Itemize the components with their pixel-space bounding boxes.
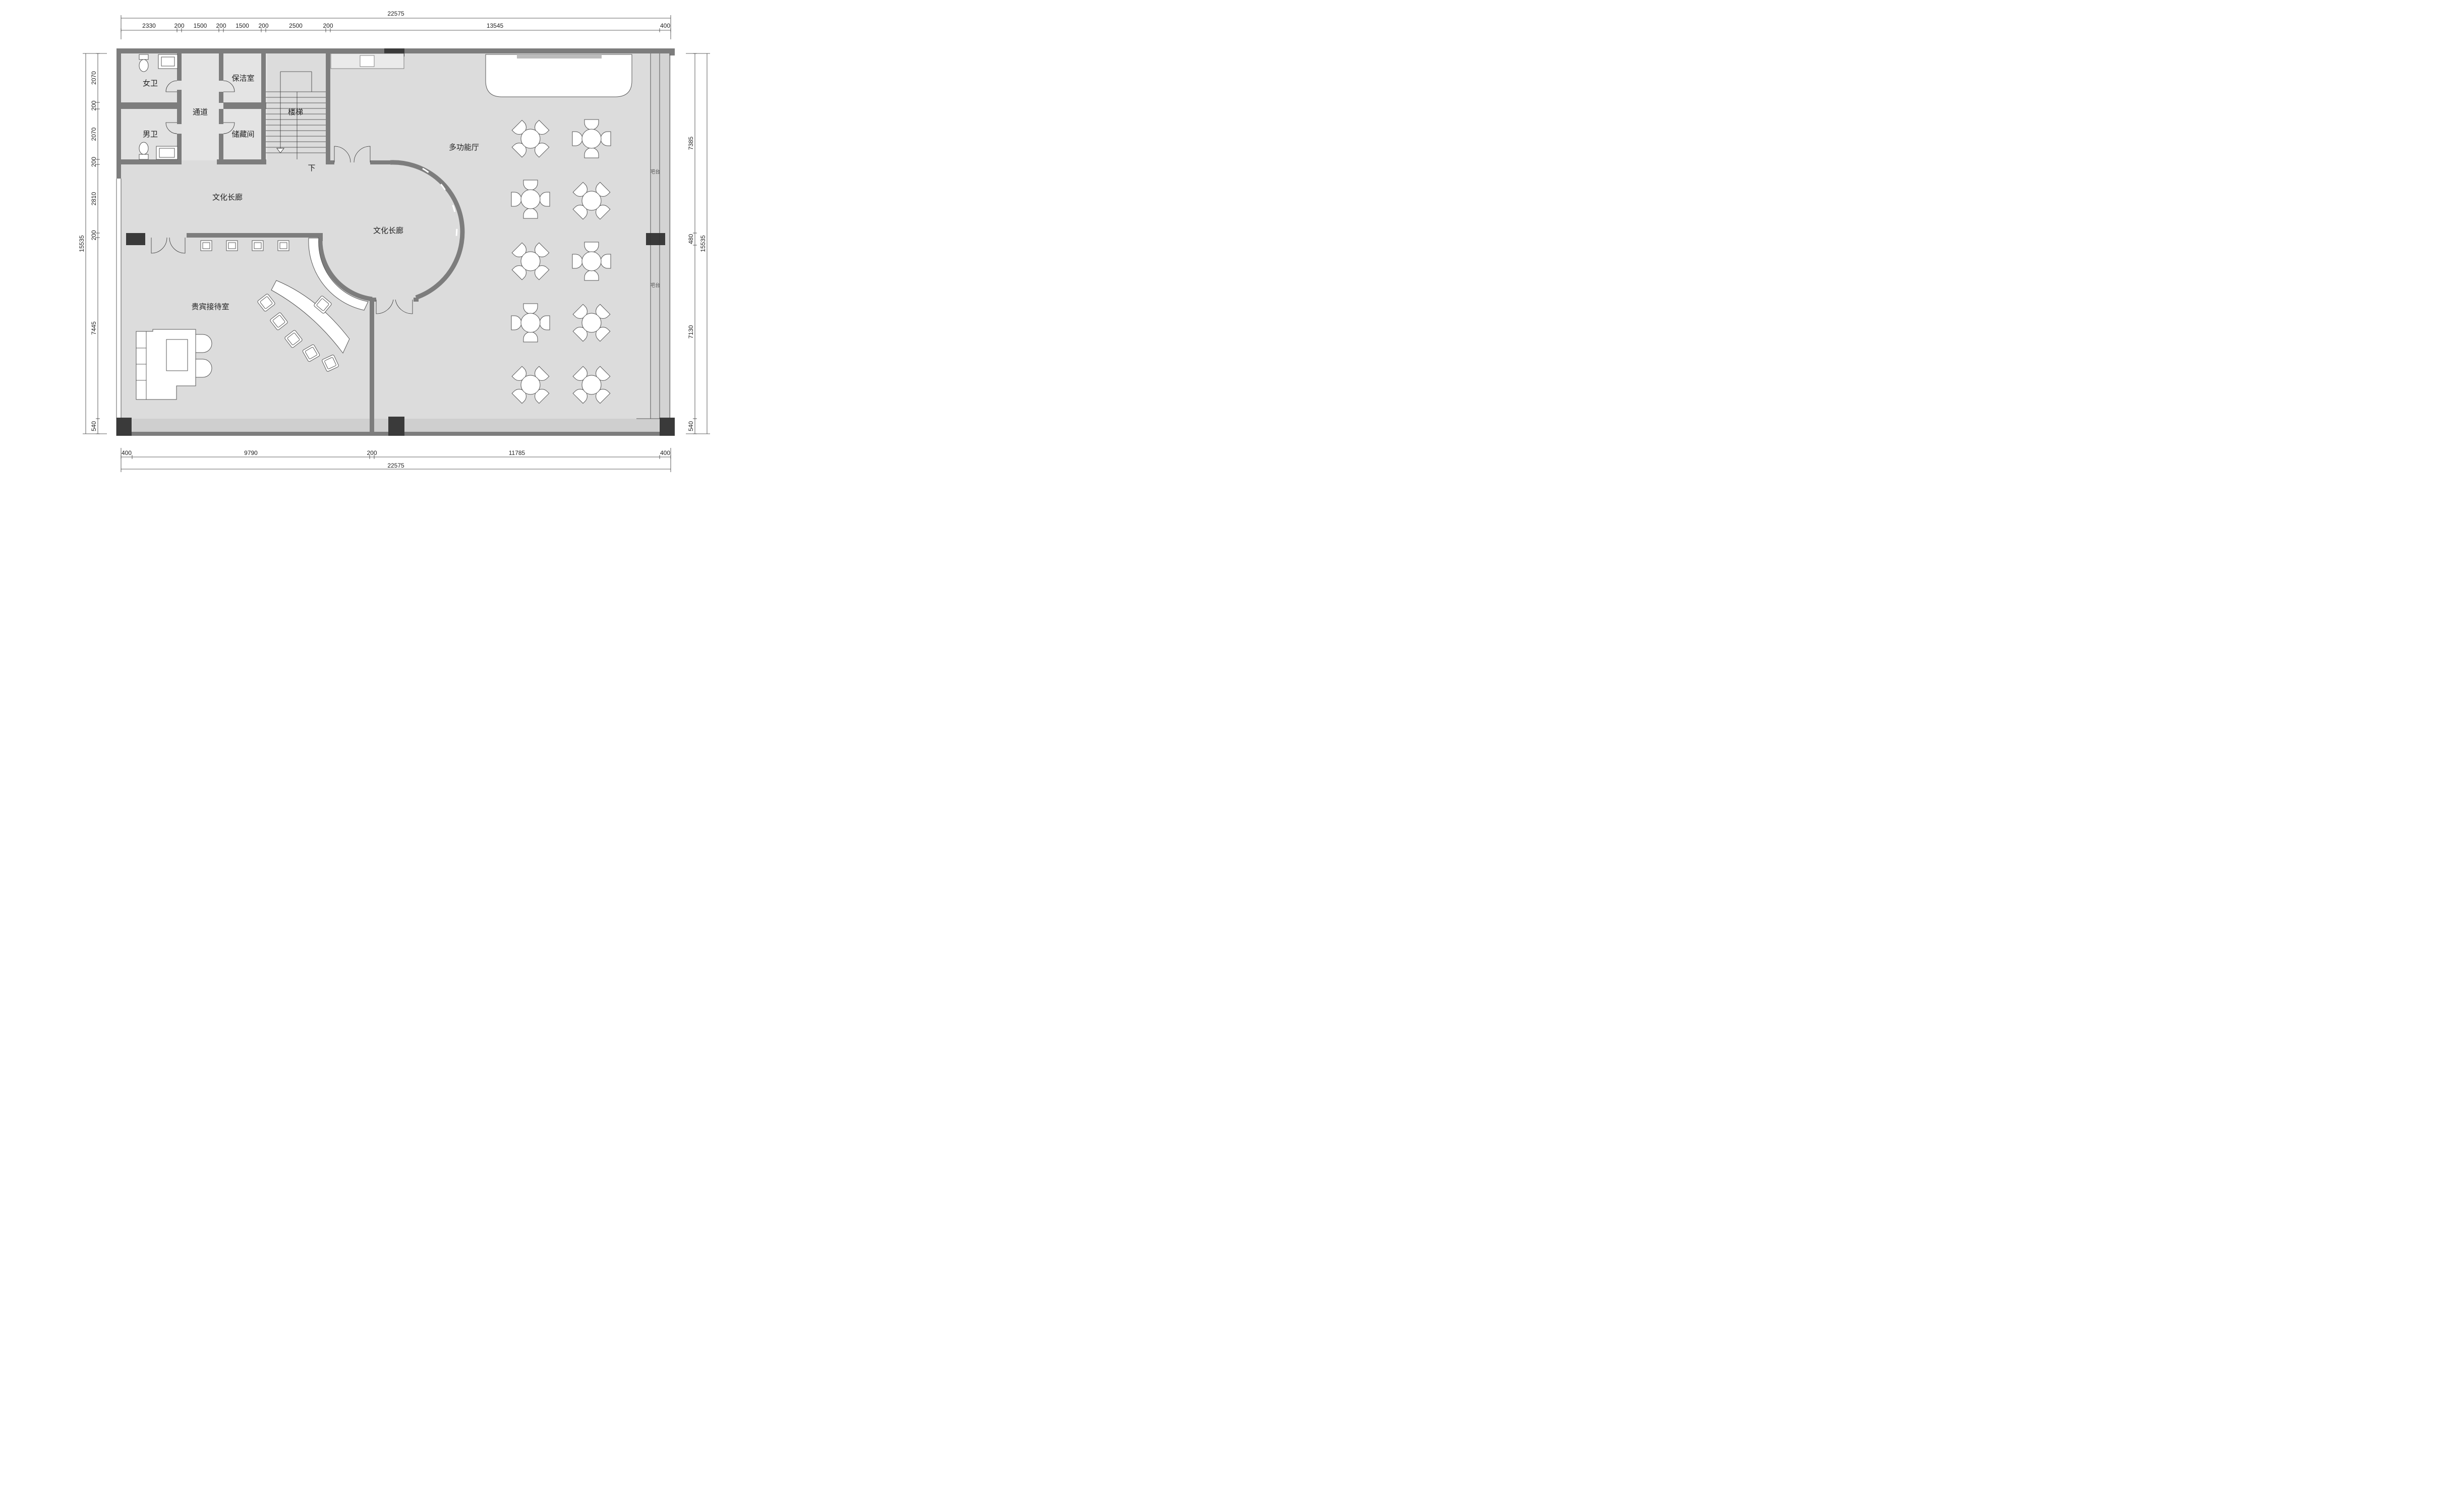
dim-segment: 2070 [90, 71, 97, 85]
dim-segment: 200 [258, 22, 268, 29]
kitchen-sink [360, 55, 375, 67]
dim-left-total: 15535 [78, 235, 85, 252]
room-label-multi-hall: 多功能厅 [449, 143, 479, 152]
dim-segment: 7385 [687, 136, 694, 150]
room-label-storage: 储藏间 [231, 130, 254, 139]
room-label-cleaning: 保洁室 [231, 74, 254, 83]
dim-segment: 7130 [687, 325, 694, 338]
room-label-vip-reception: 贵宾接待室 [191, 302, 229, 311]
dim-segment: 200 [367, 449, 377, 456]
room-label-gallery-left: 文化长廊 [212, 193, 243, 202]
dim-segment: 200 [174, 22, 184, 29]
dim-segment: 1500 [194, 22, 207, 29]
reception-desk [271, 280, 350, 354]
bar-label-lower: 吧台 [650, 282, 660, 289]
room-label-stairs: 楼梯 [288, 107, 303, 117]
dim-segment: 200 [216, 22, 226, 29]
dimensions-right: 15535 7385 480 7130 540 [686, 53, 710, 434]
display-cases [200, 240, 289, 251]
dim-top-total: 22575 [387, 10, 404, 17]
curved-counter [308, 238, 369, 311]
dim-segment: 11785 [509, 449, 525, 456]
dim-segment: 400 [660, 22, 670, 29]
stairs-steps [266, 91, 326, 153]
reception-chairs [257, 294, 339, 372]
dim-segment: 540 [687, 421, 694, 431]
dimensions-left: 15535 2070 200 2070 200 2810 200 7445 540 [78, 53, 107, 434]
dim-segment: 200 [323, 22, 333, 29]
dim-segment: 200 [90, 157, 97, 167]
dim-segment: 13545 [487, 22, 504, 29]
dim-segment: 200 [90, 100, 97, 110]
dim-segment: 400 [122, 449, 132, 456]
room-label-gallery-center: 文化长廊 [373, 226, 403, 235]
dim-segment: 480 [687, 234, 694, 244]
curved-wall-reception [318, 237, 373, 302]
dimensions-bottom: 22575 400 9790 200 11785 400 [121, 448, 671, 472]
dim-segment: 2070 [90, 127, 97, 141]
stairs-arrow-icon [276, 148, 285, 153]
dim-bottom-total: 22575 [387, 462, 404, 469]
curved-wall-gallery [390, 160, 465, 300]
dim-segment: 2500 [289, 22, 303, 29]
dim-segment: 9790 [244, 449, 258, 456]
stage-counter [485, 54, 632, 97]
dim-segment: 400 [660, 449, 670, 456]
dim-segment: 7445 [90, 321, 97, 335]
room-label-corridor: 通道 [193, 107, 208, 117]
dim-segment: 540 [90, 421, 97, 431]
dim-right-total: 15535 [699, 235, 707, 252]
stairs-down-label: 下 [308, 163, 315, 173]
dimensions-top: 22575 2330 200 1500 200 1500 200 2500 200 13545 4… [121, 10, 671, 39]
bar-label-upper: 吧台 [650, 168, 660, 175]
dim-segment: 2330 [142, 22, 156, 29]
columns [116, 48, 675, 436]
room-label-mens-wc: 男卫 [143, 130, 158, 139]
doors [151, 80, 413, 314]
wc-fixtures [139, 54, 178, 160]
floor-plan: 女卫 男卫 通道 保洁室 储藏间 楼梯 下 文化长廊 文化长廊 多功能厅 贵宾接… [78, 10, 710, 472]
room-label-womens-wc: 女卫 [143, 79, 158, 88]
dining-tables [511, 119, 611, 404]
stage-edge [517, 54, 602, 59]
bar-counter [636, 53, 670, 419]
dim-segment: 200 [90, 230, 97, 240]
sofa-set [136, 329, 212, 400]
dim-segment: 2810 [90, 192, 97, 205]
dim-segment: 1500 [236, 22, 249, 29]
